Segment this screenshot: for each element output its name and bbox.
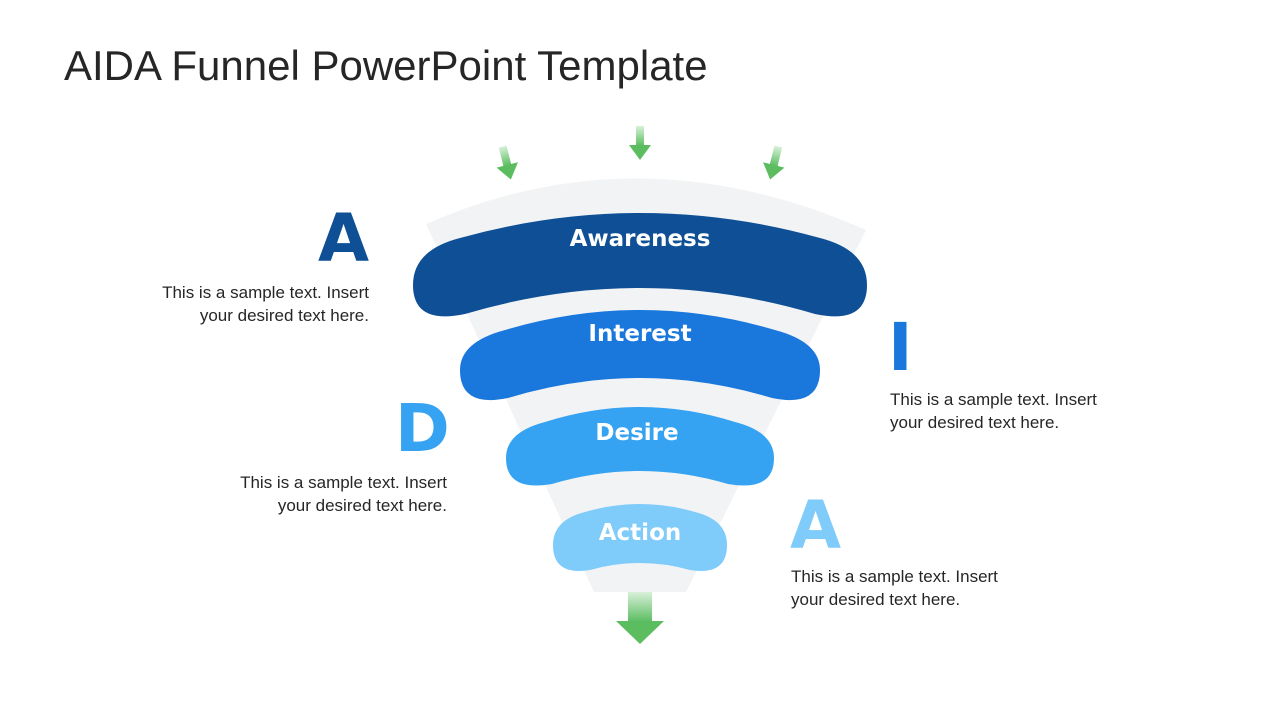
arrow-down-icon xyxy=(616,592,664,644)
stage-letter-interest: I xyxy=(888,309,913,386)
stage-desire: Desire xyxy=(506,407,774,486)
stage-description-action: This is a sample text. Insert your desir… xyxy=(791,565,998,611)
stage-interest: Interest xyxy=(460,310,820,401)
description-line: your desired text here. xyxy=(890,413,1060,432)
description-line: your desired text here. xyxy=(277,496,447,515)
stage-letter-desire: D xyxy=(395,390,450,467)
description-line: This is a sample text. Insert xyxy=(791,567,998,586)
stage-label-desire: Desire xyxy=(595,420,678,446)
stage-description-desire: This is a sample text. Insert your desir… xyxy=(240,471,447,517)
description-line: your desired text here. xyxy=(199,306,369,325)
stage-letter-awareness: A xyxy=(318,200,370,277)
arrow-down-icon xyxy=(496,145,518,180)
description-line: This is a sample text. Insert xyxy=(162,283,369,302)
stage-label-awareness: Awareness xyxy=(570,226,711,252)
stage-description-awareness: This is a sample text. Insert your desir… xyxy=(162,281,369,327)
stage-label-action: Action xyxy=(599,520,682,546)
stage-action: Action xyxy=(553,504,727,571)
description-line: your desired text here. xyxy=(791,590,961,609)
stage-awareness: Awareness xyxy=(413,213,867,317)
description-line: This is a sample text. Insert xyxy=(240,473,447,492)
stage-letter-action: A xyxy=(790,487,842,564)
slide-title: AIDA Funnel PowerPoint Template xyxy=(64,42,708,89)
arrow-down-icon xyxy=(629,126,651,160)
arrow-down-icon xyxy=(763,145,785,180)
stage-description-interest: This is a sample text. Insert your desir… xyxy=(890,388,1097,434)
description-line: This is a sample text. Insert xyxy=(890,390,1097,409)
stage-label-interest: Interest xyxy=(588,321,691,347)
